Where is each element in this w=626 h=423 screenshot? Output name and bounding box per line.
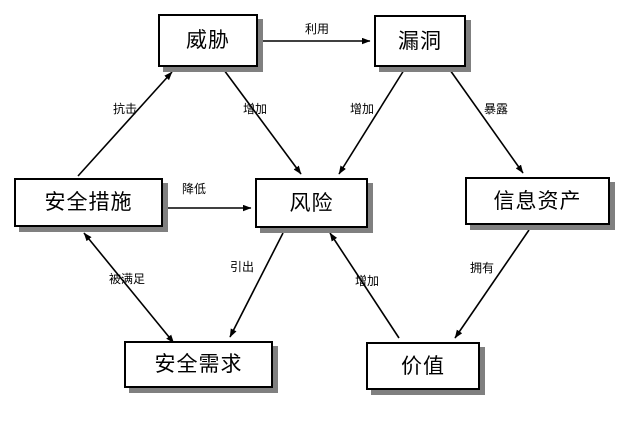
edge-value-increases-risk [329,232,400,339]
edge-label-risk-derives-secreq: 引出 [230,260,255,274]
edge-vuln-exposes-asset [449,69,524,174]
edge-control-counters-threat [77,71,173,177]
node-threat-label: 威胁 [186,28,230,52]
node-value-label: 价值 [401,353,445,378]
node-risk-label: 风险 [289,190,334,215]
edge-label-secreq-satisfied-by-control: 被满足 [109,272,146,286]
edge-label-vuln-increases-risk: 增加 [350,102,375,116]
edge-label-threat-exploits-vuln: 利用 [305,22,330,36]
node-vulnerability[interactable]: 漏洞 [374,15,466,67]
node-threat[interactable]: 威胁 [158,14,258,67]
node-security-control-label: 安全措施 [44,190,133,214]
edge-threat-increases-risk [223,69,302,175]
node-security-requirement-label: 安全需求 [154,352,243,376]
edge-label-asset-owns-value: 拥有 [470,261,495,275]
edge-label-threat-increases-risk: 增加 [243,102,268,116]
edge-risk-derives-secreq [229,232,284,338]
node-value[interactable]: 价值 [366,342,480,390]
node-security-control[interactable]: 安全措施 [14,178,163,227]
node-information-asset[interactable]: 信息资产 [465,177,610,225]
node-vulnerability-label: 漏洞 [398,28,442,53]
edge-label-control-reduces-risk: 降低 [182,182,207,196]
edge-vuln-increases-risk [338,69,405,175]
edge-label-vuln-exposes-asset: 暴露 [484,102,509,116]
node-information-asset-label: 信息资产 [493,188,582,213]
edge-secreq-satisfied-by-control [83,232,175,344]
edge-label-control-counters-threat: 抗击 [113,102,138,116]
node-risk[interactable]: 风险 [255,178,368,228]
edge-asset-owns-value [454,229,530,339]
edge-label-value-increases-risk: 增加 [355,274,380,288]
node-security-requirement[interactable]: 安全需求 [124,341,273,388]
